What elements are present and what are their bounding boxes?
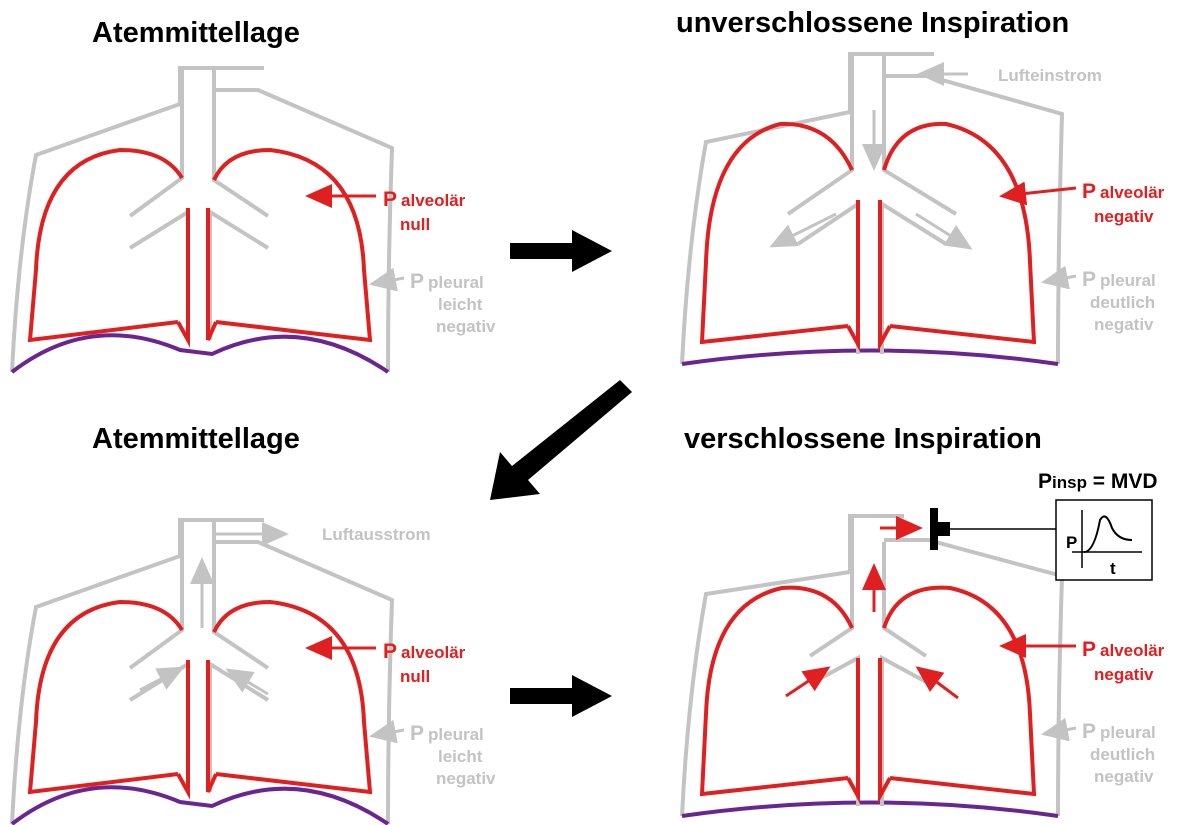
- air-right-branch-arrow: [228, 670, 268, 694]
- panel-title: verschlossene Inspiration: [684, 423, 1042, 455]
- transition-arrow-diagonal: [490, 380, 632, 500]
- pleural-state-1: deutlich: [1090, 293, 1155, 312]
- left-branch-arrow: [786, 668, 828, 696]
- panel-verschlossene-inspiration: verschlossene Inspiration Pinsp = MVD P …: [682, 423, 1165, 816]
- alveolar-p-sub: alveolär: [401, 191, 466, 210]
- alveolar-state: negativ: [1094, 207, 1154, 226]
- alveolar-p-symbol: P: [1082, 180, 1096, 203]
- pleural-state-2: negativ: [436, 769, 496, 788]
- alveolar-state: null: [400, 215, 430, 234]
- flow-label: Lufteinstrom: [998, 66, 1102, 85]
- lung-diagram: [12, 68, 392, 372]
- pleural-p-symbol: P: [410, 722, 424, 745]
- pleural-state-1: leicht: [438, 295, 483, 314]
- alveolar-p-symbol: P: [383, 188, 397, 211]
- alveolar-state: negativ: [1094, 665, 1154, 684]
- svg-text:Pinsp = MVD: Pinsp = MVD: [1038, 470, 1158, 493]
- pleural-state-1: deutlich: [1090, 745, 1155, 764]
- occlusion-valve: [930, 508, 938, 550]
- flow-label: Luftausstrom: [322, 525, 431, 544]
- pleural-state-1: leicht: [438, 747, 483, 766]
- alveolar-p-symbol: P: [383, 640, 397, 663]
- graph-y-label: P: [1066, 533, 1077, 552]
- graph-x-label: t: [1110, 559, 1116, 578]
- panel-title: Atemmittellage: [92, 17, 300, 49]
- pleural-state-2: negativ: [1094, 315, 1154, 334]
- pleural-p-symbol: P: [1082, 268, 1096, 291]
- valve-connector: [938, 522, 950, 536]
- alveolar-state: null: [400, 667, 430, 686]
- pleural-p-sub: pleural: [1100, 723, 1156, 742]
- transition-arrow-right-bottom: [510, 675, 612, 717]
- measurement-p-rest: = MVD: [1087, 470, 1158, 493]
- measurement-p-sub: insp: [1052, 473, 1087, 492]
- alveolar-p-sub: alveolär: [401, 643, 466, 662]
- alveolar-pressure-arrow: [1002, 188, 1076, 196]
- alveolar-p-sub: alveolär: [1100, 183, 1165, 202]
- pleural-state-2: negativ: [1094, 767, 1154, 786]
- alveolar-p-symbol: P: [1082, 638, 1096, 661]
- pleural-p-sub: pleural: [428, 725, 484, 744]
- panel-unverschlossene-inspiration: unverschlossene Inspiration Lufteinstrom…: [676, 7, 1165, 364]
- air-left-branch-arrow: [140, 668, 182, 690]
- measurement-p-symbol: P: [1038, 470, 1052, 493]
- pleural-state-2: negativ: [436, 317, 496, 336]
- panel-title: Atemmittellage: [92, 423, 300, 455]
- pleural-p-sub: pleural: [1100, 271, 1156, 290]
- alveolar-p-sub: alveolär: [1100, 641, 1165, 660]
- pleural-p-symbol: P: [410, 270, 424, 293]
- panel-title: unverschlossene Inspiration: [676, 7, 1069, 39]
- pleural-p-symbol: P: [1082, 720, 1096, 743]
- transition-arrow-right-top: [510, 230, 612, 272]
- pleural-p-sub: pleural: [428, 273, 484, 292]
